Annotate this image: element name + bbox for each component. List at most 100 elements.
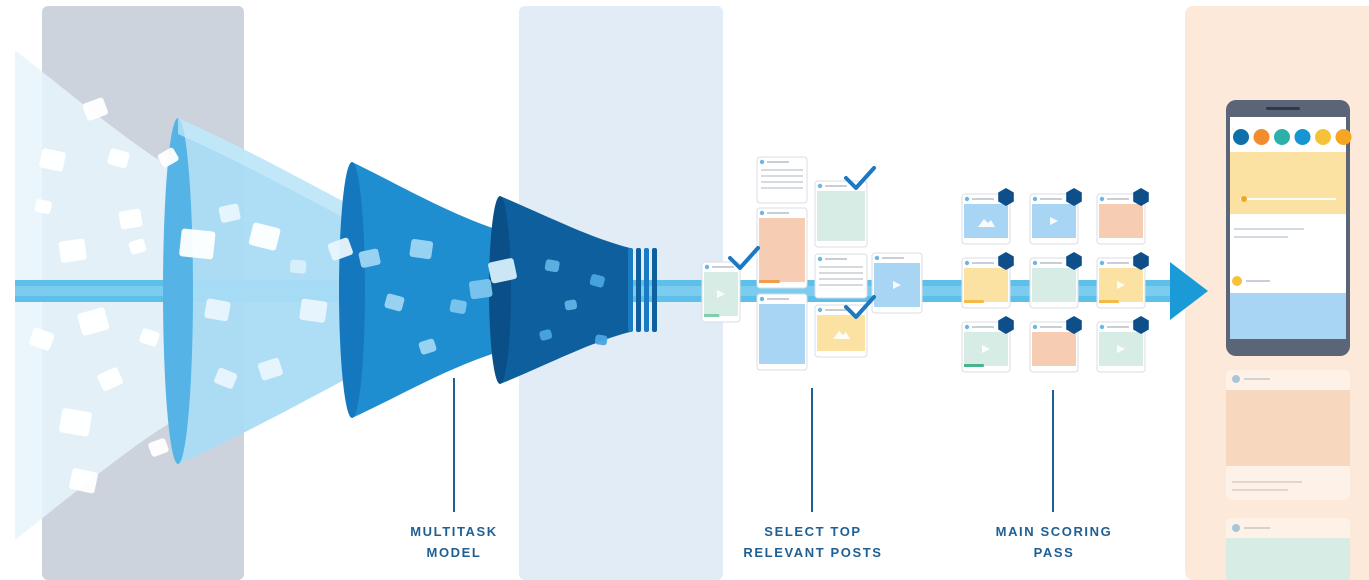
image-icon [978,219,995,227]
post-flake [289,259,307,274]
post-flake [118,208,143,230]
post-author-line [1040,198,1062,200]
post-flake [449,299,467,314]
post-text-line [819,278,863,280]
post-text-line [761,169,803,171]
post-card [871,252,923,314]
post-progress-bar [964,300,984,303]
post-flake [327,237,353,261]
phone-speaker [1266,107,1300,110]
play-icon [893,281,901,289]
post-author-line [1040,326,1062,328]
post-flake [488,258,517,284]
post-card-frame [756,156,808,204]
feed-card-1-line [1244,378,1270,380]
post-text-line [761,181,803,183]
arrow-right-icon [1170,262,1208,320]
funnel-1-sheen [178,118,360,226]
phone-feed [1226,100,1352,580]
phone-author-line [1246,280,1270,282]
funnel-nozzle-ring [644,248,649,332]
post-author-avatar [1099,196,1105,202]
post-flake [418,338,437,355]
post-card [1096,257,1146,309]
scoring-label-line-1: MAIN SCORING [995,524,1113,539]
post-author-avatar [817,307,823,313]
post-author-line [882,257,904,259]
post-flake [468,278,493,300]
multitask-model-label: MULTITASK MODEL [359,521,549,563]
post-author-line [825,258,847,260]
post-flake [358,248,381,268]
post-text-line [819,266,863,268]
post-flake [128,238,147,255]
post-author-avatar [1032,196,1038,202]
post-flake [39,148,66,172]
check-icon [844,295,876,319]
hexagon-badge-icon [998,252,1014,270]
post-media [964,268,1008,302]
post-text-line [819,272,863,274]
post-flake [58,238,87,263]
post-flake [539,329,553,341]
feed-card-1-text [1232,489,1288,491]
phone-post-2 [1230,293,1346,339]
post-author-avatar [1099,260,1105,266]
feed-card-2-media [1226,538,1350,580]
selected-posts-group [701,156,923,371]
play-icon [1050,217,1058,225]
hexagon-badge-icon [998,316,1014,334]
post-text-line [761,187,803,189]
post-progress-bar [704,314,720,317]
post-media [817,191,865,241]
phone-post-1 [1230,152,1346,214]
hexagon-badge-icon [1066,188,1082,206]
post-flake [59,408,92,437]
phone-text-line [1234,236,1288,238]
post-flake [544,259,560,273]
post-flake [107,148,130,169]
funnel-3-rim [489,196,511,384]
post-flake [29,327,55,351]
post-author-line [972,326,994,328]
post-author-avatar [964,260,970,266]
post-flake [148,438,169,457]
hexagon-badge-icon [1133,316,1149,334]
post-card [961,193,1011,245]
story-avatar [1335,129,1352,145]
hexagon-badge-icon [1066,316,1082,334]
post-card [1096,193,1146,245]
post-card [961,257,1011,309]
hexagon-badge-icon [1133,188,1149,206]
play-icon [717,290,725,298]
post-flakes [29,97,608,494]
post-progress-bar [759,280,780,283]
post-author-avatar [759,210,765,216]
post-flake [204,298,231,322]
scoring-label-line-2: PASS [1033,545,1075,560]
post-flake [564,299,578,311]
post-card [814,180,868,248]
post-author-line [825,309,847,311]
post-flake [299,298,328,323]
post-card [701,261,741,323]
post-media [1032,332,1076,366]
multitask-label-line-2: MODEL [426,545,482,560]
post-flake [594,334,608,346]
post-flake [97,367,123,392]
story-avatar [1315,129,1331,145]
post-flake [139,328,160,347]
post-media [759,304,805,364]
post-author-line [767,161,789,163]
post-author-line [767,298,789,300]
post-author-avatar [817,256,823,262]
post-author-avatar [1032,324,1038,330]
post-flake [69,468,98,494]
funnels [163,118,657,464]
phone-text-line [1234,228,1304,230]
feed-card-2-line [1244,527,1270,529]
post-card [756,293,808,371]
hexagon-badge-icon [1133,252,1149,270]
post-author-line [1107,326,1129,328]
